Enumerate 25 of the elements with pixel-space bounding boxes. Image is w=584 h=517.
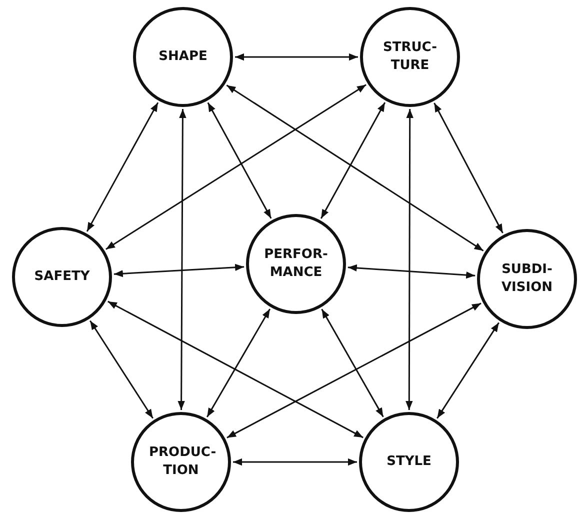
node-label: SAFETY — [33, 268, 91, 286]
double-arrow — [114, 264, 244, 278]
double-arrow — [226, 84, 484, 252]
double-arrow — [434, 102, 504, 234]
double-arrow — [178, 109, 186, 410]
double-arrow — [321, 308, 384, 418]
double-arrow — [207, 102, 272, 219]
double-arrow — [235, 53, 358, 61]
node-label: STRUC- TURE — [382, 39, 438, 75]
node-label: PRODUC- TION — [149, 444, 213, 480]
node-label: SHAPE — [158, 48, 208, 66]
node-label: STYLE — [386, 453, 432, 471]
double-arrow — [233, 458, 357, 466]
double-arrow — [90, 320, 154, 419]
node-label: PERFOR- MANCE — [264, 246, 328, 282]
double-arrow — [206, 308, 271, 418]
double-arrow — [86, 102, 159, 232]
node-label: SUBDI- VISION — [500, 261, 554, 297]
double-arrow — [348, 264, 476, 279]
double-arrow — [226, 302, 482, 438]
double-arrow — [320, 102, 386, 219]
double-arrow — [406, 109, 414, 410]
double-arrow — [436, 322, 500, 419]
double-arrow — [108, 300, 364, 438]
double-arrow — [106, 84, 366, 250]
